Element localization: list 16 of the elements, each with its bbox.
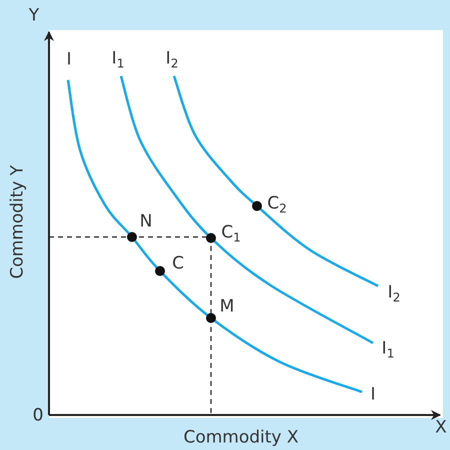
axis-title: Commodity X [183, 430, 299, 446]
origin-label: 0 [32, 408, 44, 424]
curve-label: I$_{1}$ [112, 50, 124, 70]
point-label: N [140, 214, 152, 230]
curve-label: I [66, 52, 72, 68]
point-label: M [220, 298, 234, 316]
curve-label: I$_{1}$ [382, 340, 394, 360]
curve-label: I$_{2}$ [388, 284, 400, 304]
curve-label: I [370, 386, 376, 404]
axis-title: Commodity Y [10, 165, 26, 279]
point-label: C$_{2}$ [267, 196, 287, 214]
axis-label: Y [28, 8, 40, 24]
point-label: C [172, 256, 184, 272]
point-label: C$_{1}$ [221, 224, 241, 244]
curve-label: I$_{2}$ [166, 50, 178, 70]
axis-label: X [435, 420, 447, 436]
